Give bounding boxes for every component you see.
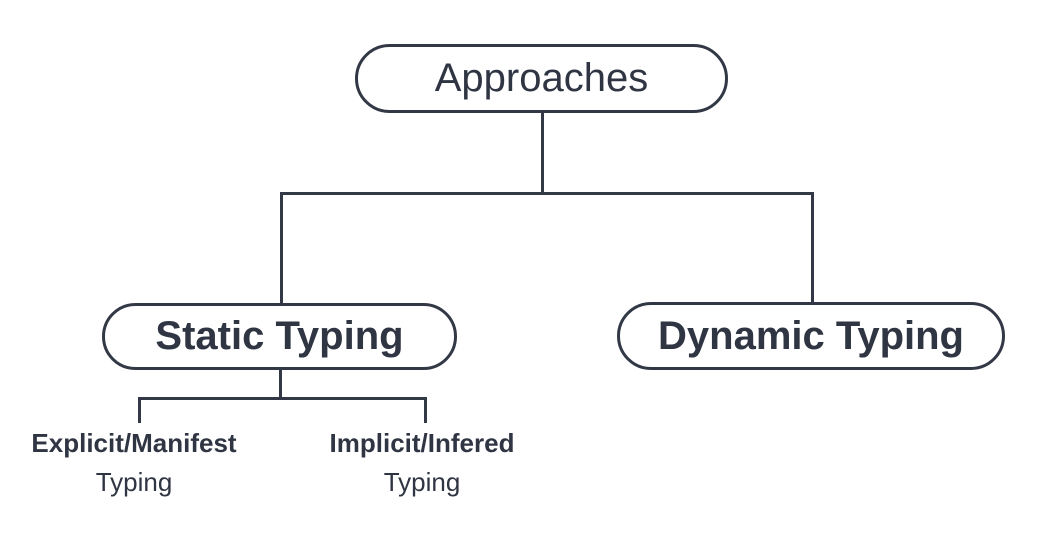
connector-static-stem [279, 369, 282, 399]
leaf-label-line1: Explicit/Manifest [31, 428, 237, 458]
connector-drop-dynamic-typing [811, 192, 814, 303]
connector-root-stem [541, 112, 544, 194]
leaf-label-line2: Typing [95, 467, 173, 497]
node-static-typing: Static Typing [102, 303, 457, 370]
node-dynamic-typing: Dynamic Typing [617, 302, 1005, 370]
leaf-explicit-manifest-typing: Explicit/Manifest Typing [3, 424, 265, 502]
leaf-label-line2: Typing [383, 467, 461, 497]
connector-drop-static-typing [280, 192, 283, 304]
connector-drop-implicit-typing [424, 397, 427, 423]
leaf-label-line1: Implicit/Infered [329, 428, 515, 458]
connector-level1-horizontal [280, 192, 814, 195]
node-approaches: Approaches [355, 44, 728, 113]
leaf-implicit-infered-typing: Implicit/Infered Typing [291, 424, 553, 502]
connector-drop-explicit-typing [138, 397, 141, 423]
connector-level2-horizontal [138, 397, 427, 400]
